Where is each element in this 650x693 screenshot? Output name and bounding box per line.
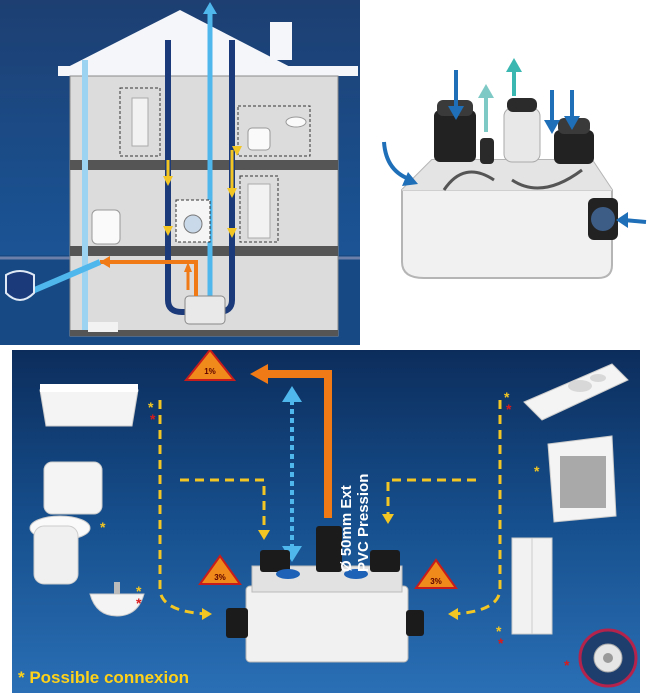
bathtub-frame <box>119 87 161 157</box>
svg-text:*: * <box>504 389 510 405</box>
svg-text:*: * <box>150 411 156 427</box>
pvc-diameter: Ø 50mm Ext <box>338 485 355 572</box>
discharge-up-arrow <box>184 262 192 272</box>
discharge-pipe <box>264 370 332 518</box>
slope-warning-right <box>414 558 458 589</box>
upper-basin <box>285 116 307 128</box>
svg-text:*: * <box>136 583 142 599</box>
slope-label-right: 3% <box>430 577 442 586</box>
svg-text:*: * <box>564 657 570 673</box>
pvc-pipe-label: Ø 50mm Ext PVC Pression <box>338 412 372 572</box>
house-diagram <box>0 2 360 345</box>
possible-connexion-note: * Possible connexion <box>18 668 189 687</box>
svg-text:*: * <box>148 399 154 415</box>
toilet <box>29 461 103 585</box>
waste-lines <box>158 400 502 616</box>
sewer-trap <box>5 270 35 301</box>
svg-text:*: * <box>506 401 512 417</box>
discharge-pipe <box>100 260 198 296</box>
slope-warning-left <box>198 554 242 585</box>
svg-text:*: * <box>496 623 502 639</box>
shower-door <box>131 97 149 147</box>
dishwasher <box>547 435 617 523</box>
waste-arrows <box>163 146 242 238</box>
bathtub <box>39 384 139 427</box>
connection-asterisks: ** * ** ** * ** * <box>100 389 570 673</box>
slope-label-left: 3% <box>214 573 226 582</box>
slope-warning-top <box>183 350 237 381</box>
shower-cabin <box>511 537 553 635</box>
pump-unit <box>184 295 226 325</box>
slope-label-top: 1% <box>204 367 216 376</box>
sewer-pipe <box>28 259 102 295</box>
vent-up-arrow <box>203 2 217 14</box>
svg-text:*: * <box>100 519 106 535</box>
washing-machine-door <box>183 214 203 234</box>
waste-arrowheads <box>202 514 458 620</box>
svg-text:*: * <box>136 595 142 611</box>
house-diagram-panel <box>0 0 360 345</box>
floor-ground <box>70 246 338 256</box>
chimney <box>270 22 292 60</box>
shower-cabin <box>247 183 271 239</box>
ground-toilet <box>91 209 121 245</box>
upper-toilet <box>247 127 271 151</box>
svg-text:*: * <box>534 463 540 479</box>
pvc-type: PVC Pression <box>355 473 372 572</box>
pump-illustration <box>382 58 647 279</box>
roof <box>58 10 300 72</box>
kitchen-sink <box>523 363 629 421</box>
floor-drain <box>578 628 638 688</box>
basement-slab <box>88 322 118 332</box>
pump-unit <box>226 526 424 663</box>
installation-panel: 1% 3% 3% ** * ** ** * ** * Ø 50mm Ext PV… <box>12 350 640 693</box>
pump-detail-panel <box>362 0 650 345</box>
floor-basement <box>70 330 338 336</box>
cabinet-frame <box>239 175 279 243</box>
svg-text:*: * <box>498 635 504 651</box>
wash-basin <box>89 582 145 617</box>
pump-arrows <box>382 58 647 228</box>
floor-upper <box>70 160 338 170</box>
installation-diagram: 1% 3% 3% ** * ** ** * ** * <box>29 350 638 688</box>
toilet-frame <box>237 105 311 157</box>
